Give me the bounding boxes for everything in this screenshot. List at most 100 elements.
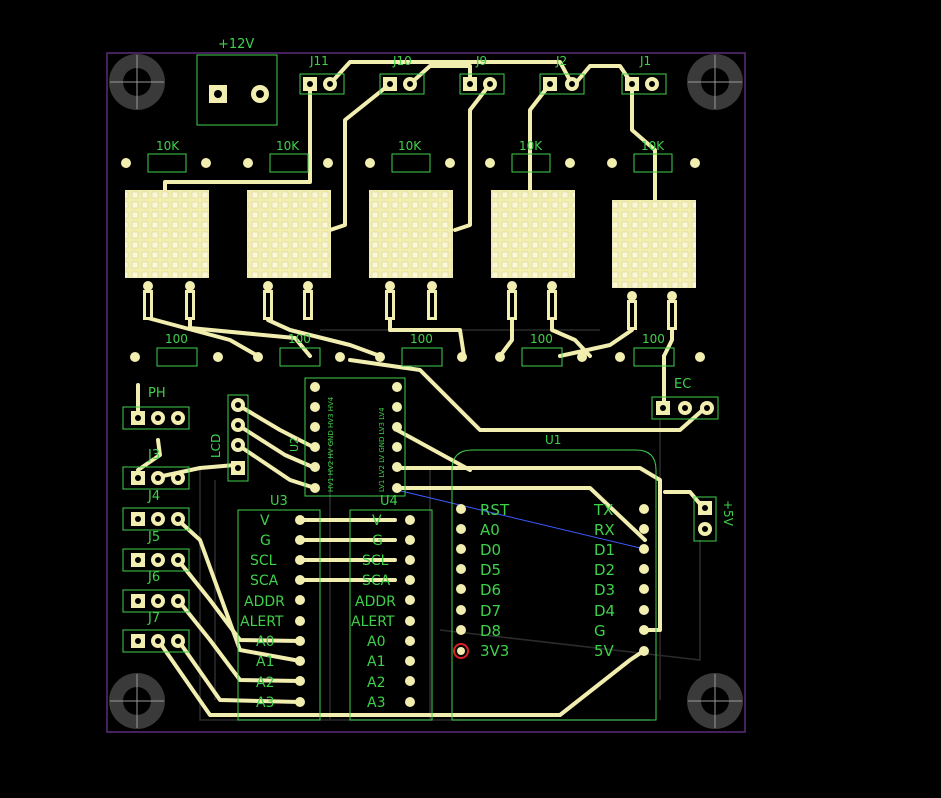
label-5v: +5V [721, 500, 735, 527]
resistor-bottom-label-3: 100 [410, 332, 433, 346]
u4-pin-0: V [372, 513, 382, 529]
copper-traces [136, 60, 707, 717]
pad-pins [143, 281, 677, 301]
u3-pin-6: A0 [256, 634, 274, 650]
resistor-bottom-label-5: 100 [642, 332, 665, 346]
u4-label: U4 [380, 494, 398, 509]
resistor-top-label-4: 10K [519, 139, 543, 153]
jack-label-j10: J10 [392, 54, 412, 68]
u1-left-pin-1: A0 [480, 521, 500, 539]
header-label-j3: J3 [147, 448, 160, 463]
u4-pin-5: ALERT [351, 614, 395, 630]
u1-label: U1 [545, 433, 561, 447]
u4-pin-7: A1 [367, 654, 385, 670]
resistor-bottom-3: 100 [375, 332, 467, 367]
u3-pin-5: ALERT [240, 614, 284, 630]
u1-right-pin-3: D2 [594, 561, 615, 579]
u3-pin-8: A2 [256, 675, 274, 691]
header-label-j6: J6 [147, 570, 160, 585]
u4-pin-1: G [372, 533, 383, 549]
header-j5: J5 [122, 530, 190, 572]
header-label-j7: J7 [147, 611, 160, 626]
jack-j1: J1 [621, 54, 667, 95]
jack-label-j9: J9 [475, 54, 487, 68]
u1-left-pin-7: 3V3 [480, 642, 509, 660]
u1-left-pin-6: D8 [480, 622, 501, 640]
u1-pads [453, 504, 649, 659]
resistor-top-5: 10K [607, 139, 700, 173]
header-label-j5: J5 [147, 530, 160, 545]
u4-adc: U4 V G SCL SCA ADDR ALERT A0 A1 A2 A3 [349, 494, 433, 721]
jack-label-j11: J11 [309, 54, 329, 68]
resistor-bottom-label-1: 100 [165, 332, 188, 346]
u3-pin-1: G [260, 533, 271, 549]
header-ph: PH [122, 386, 190, 430]
header-j7: J7 [122, 611, 190, 653]
u1-right-pin-4: D3 [594, 581, 615, 599]
u4-pin-4: ADDR [355, 594, 396, 610]
resistor-bottom-5: 100 [615, 332, 705, 367]
jack-j11: J11 [299, 54, 345, 95]
u1-pin1-marker [453, 643, 469, 659]
u4-pin-2: SCL [362, 553, 389, 569]
u4-pin-9: A3 [367, 695, 385, 711]
u1-right-pin-6: G [594, 622, 606, 640]
sensor-pad-5 [612, 200, 696, 288]
u1-microcontroller: U1 RST A0 D0 D5 D6 D7 D8 3V3 TX RX D1 D2… [451, 433, 657, 721]
u1-left-pin-3: D5 [480, 561, 501, 579]
u3-pin-7: A1 [256, 654, 274, 670]
u3-adc: U3 V G SCL SCA ADDR ALERT A0 A1 A2 A3 [237, 494, 321, 721]
resistor-top-1: 10K [121, 139, 211, 173]
power-jack-12v: +12V [196, 37, 278, 126]
u1-left-pin-2: D0 [480, 541, 501, 559]
airwire [396, 489, 641, 549]
header-j3: J3 [122, 448, 190, 490]
header-j6: J6 [122, 570, 190, 613]
resistor-bottom-4: 100 [495, 332, 587, 367]
sensor-pad-4 [491, 190, 575, 278]
sensor-pad-2 [247, 190, 331, 278]
label-12v: +12V [218, 37, 254, 52]
resistor-top-label-3: 10K [398, 139, 422, 153]
u1-left-pin-5: D7 [480, 602, 501, 620]
sensor-pad-3 [369, 190, 453, 278]
u3-pads [295, 515, 305, 707]
u4-pin-3: SCA [362, 573, 391, 589]
header-label-ph: PH [148, 386, 166, 401]
lcd-label: LCD [209, 434, 223, 458]
u3-pin-3: SCA [250, 573, 279, 589]
header-label-j4: J4 [147, 489, 160, 504]
resistor-top-label-5: 10K [641, 139, 665, 153]
jack-label-j1: J1 [639, 54, 651, 68]
resistor-top-3: 10K [365, 139, 455, 173]
jack-label-j2: J2 [555, 54, 567, 68]
board-outline [106, 52, 746, 733]
u1-right-pin-5: D4 [594, 602, 615, 620]
u1-left-pin-0: RST [480, 501, 510, 519]
u2-pin-labels: HV1 HV2 HV GND HV3 HV4 [327, 396, 335, 492]
u3-pin-2: SCL [250, 553, 277, 569]
u1-right-pin-0: TX [593, 501, 613, 519]
u1-left-pin-4: D6 [480, 581, 501, 599]
jack-j9: J9 [459, 54, 505, 95]
mounting-hole-tr [687, 54, 743, 110]
mounting-holes [109, 54, 743, 729]
u4-pads [405, 515, 415, 707]
power-header-5v: +5V [693, 496, 735, 542]
u3-label: U3 [270, 494, 288, 509]
ec-header: EC [651, 377, 719, 420]
jack-j2: J2 [539, 54, 585, 95]
mounting-hole-bl [109, 673, 165, 729]
u4-pin-6: A0 [367, 634, 385, 650]
u3-pin-4: ADDR [244, 594, 285, 610]
mounting-hole-br [687, 673, 743, 729]
jack-j10: J10 [379, 54, 425, 95]
resistor-bottom-label-4: 100 [530, 332, 553, 346]
resistor-top-4: 10K [485, 139, 575, 173]
mounting-hole-tl [109, 54, 165, 110]
u1-right-pin-7: 5V [594, 642, 615, 660]
u4-pin-8: A2 [367, 675, 385, 691]
lcd-header: LCD [209, 394, 249, 482]
resistor-bottom-label-2: 100 [288, 332, 311, 346]
